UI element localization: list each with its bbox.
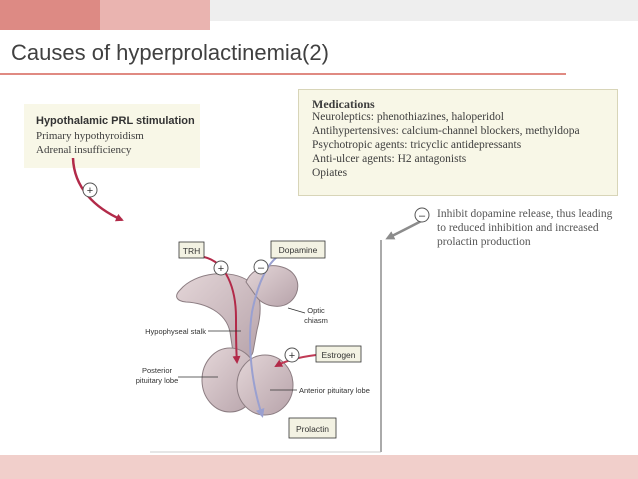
inhibit-minus-circle bbox=[414, 207, 430, 223]
estrogen-label: Estrogen bbox=[321, 350, 355, 360]
medications-item-3: Psychotropic agents: tricyclic antidepre… bbox=[312, 139, 522, 151]
estrogen-box bbox=[315, 345, 362, 363]
footer-bar bbox=[0, 455, 638, 479]
hypothalamic-box bbox=[24, 104, 200, 168]
inhibit-line-2: to reduced inhibition and increased bbox=[437, 222, 599, 234]
hypophyseal-stalk-label: Hypophyseal stalk bbox=[145, 327, 206, 336]
medications-item-4: Anti-ulcer agents: H2 antagonists bbox=[312, 153, 467, 165]
dopamine-arrow bbox=[249, 254, 281, 418]
title-rule bbox=[0, 73, 566, 75]
medications-item-5: Opiates bbox=[312, 167, 348, 179]
medications-item-2: Antihypertensives: calcium-channel block… bbox=[312, 125, 580, 137]
dopamine-box bbox=[270, 240, 326, 259]
prolactin-label: Prolactin bbox=[296, 424, 329, 434]
dopamine-minus-circle bbox=[253, 259, 269, 275]
inhibit-line-3: prolactin production bbox=[437, 236, 531, 248]
inhibit-minus-sign: – bbox=[419, 210, 426, 222]
posterior-lobe-label-1: Posterior bbox=[142, 366, 173, 375]
medications-box bbox=[298, 89, 618, 196]
hypothalamic-arrow bbox=[71, 157, 124, 222]
estrogen-plus-sign: + bbox=[289, 350, 295, 362]
top-accent-light bbox=[100, 0, 210, 30]
posterior-lobe-label-2: pituitary lobe bbox=[136, 376, 179, 385]
optic-chiasm-label-1: Optic bbox=[307, 306, 325, 315]
trh-box bbox=[178, 241, 205, 259]
optic-chiasm-label-2: chiasm bbox=[304, 316, 328, 325]
top-accent-dark bbox=[0, 0, 100, 30]
hypothalamic-plus-circle bbox=[82, 182, 98, 198]
optic-chiasm-leader bbox=[287, 307, 306, 314]
slide-title: Causes of hyperprolactinemia(2) bbox=[11, 40, 329, 65]
medications-heading: Medications bbox=[312, 97, 375, 111]
dopamine-label: Dopamine bbox=[279, 245, 318, 255]
top-accent-gray bbox=[210, 0, 638, 21]
estrogen-plus-circle bbox=[284, 347, 300, 363]
hypothalamic-item-1: Primary hypothyroidism bbox=[36, 130, 144, 142]
hypothalamic-item-2: Adrenal insufficiency bbox=[36, 144, 132, 156]
prolactin-box bbox=[288, 417, 337, 439]
hypophyseal-stalk-shape bbox=[176, 273, 261, 360]
hypothalamic-heading: Hypothalamic PRL stimulation bbox=[36, 115, 195, 127]
dopamine-minus-sign: – bbox=[258, 262, 265, 274]
inhibit-line-1: Inhibit dopamine release, thus leading bbox=[437, 208, 613, 220]
hypothalamic-plus-sign: + bbox=[87, 185, 93, 197]
anterior-lobe-label: Anterior pituitary lobe bbox=[299, 386, 370, 395]
trh-plus-sign: + bbox=[218, 263, 224, 275]
medications-item-1: Neuroleptics: phenothiazines, haloperido… bbox=[312, 111, 504, 123]
trh-label: TRH bbox=[183, 246, 200, 256]
trh-plus-circle bbox=[213, 260, 229, 276]
anterior-lobe-shape bbox=[236, 354, 294, 416]
